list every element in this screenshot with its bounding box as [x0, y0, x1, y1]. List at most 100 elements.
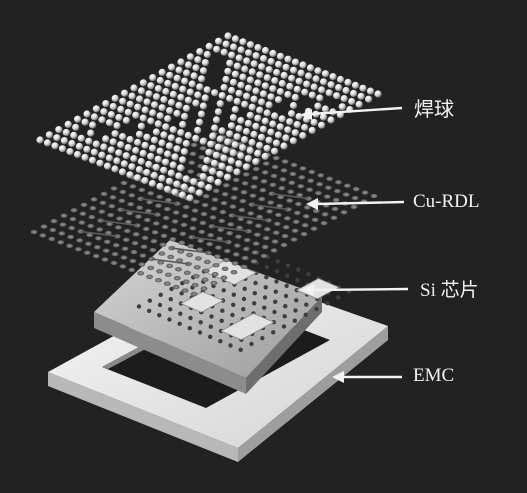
solder-ball — [254, 114, 262, 122]
solder-ball — [243, 57, 251, 65]
solder-ball — [194, 56, 202, 64]
solder-ball — [73, 150, 82, 159]
solder-ball — [177, 58, 185, 66]
solder-ball — [102, 100, 110, 108]
solder-ball — [43, 139, 52, 147]
rdl-pad — [121, 246, 129, 251]
solder-ball — [173, 180, 181, 188]
solder-ball — [139, 114, 147, 122]
chip-pad — [209, 314, 214, 319]
solder-ball — [218, 162, 226, 170]
solder-ball — [308, 91, 316, 99]
rdl-pad — [286, 198, 293, 203]
solder-ball — [160, 131, 168, 139]
solder-ball — [216, 100, 224, 108]
rdl-pad — [160, 233, 168, 238]
solder-ball — [265, 136, 273, 144]
solder-ball — [169, 90, 177, 98]
solder-ball — [235, 125, 243, 133]
solder-ball — [53, 134, 61, 142]
rdl-pad — [261, 170, 269, 175]
solder-ball — [105, 119, 114, 127]
rdl-pad — [326, 176, 333, 181]
chip-pad — [273, 289, 278, 294]
chip-pad — [231, 302, 236, 307]
chip-pad — [292, 318, 297, 323]
solder-ball — [271, 112, 279, 120]
rdl-pad — [195, 256, 202, 261]
solder-ball — [231, 35, 240, 43]
solder-ball — [179, 85, 187, 93]
rdl-pad — [243, 237, 251, 243]
solder-ball — [211, 124, 219, 132]
rdl-pad — [259, 188, 267, 193]
solder-ball — [237, 81, 245, 89]
solder-ball — [134, 138, 142, 146]
rdl-pad — [251, 175, 259, 181]
rdl-pad — [88, 214, 96, 220]
rdl-pad — [79, 211, 87, 216]
solder-ball — [124, 108, 132, 116]
rdl-pad — [246, 220, 254, 225]
solder-ball — [103, 162, 112, 170]
solder-ball — [128, 92, 136, 100]
solder-ball — [333, 92, 341, 100]
solder-ball — [162, 123, 170, 131]
chip-pad — [208, 324, 213, 329]
rdl-pad — [221, 266, 229, 271]
chip-pad — [275, 259, 280, 264]
solder-ball — [226, 130, 234, 138]
rdl-pad — [58, 231, 66, 236]
solder-ball — [182, 175, 190, 183]
label-solder-balls: 焊球 — [414, 99, 454, 121]
solder-ball — [173, 109, 181, 118]
rdl-pad — [222, 257, 230, 263]
rdl-pad — [302, 214, 310, 219]
solder-ball — [203, 156, 211, 164]
rdl-pad — [100, 191, 108, 197]
rdl-pad — [306, 187, 313, 192]
solder-ball — [246, 41, 255, 49]
solder-ball — [175, 172, 183, 180]
solder-ball — [186, 88, 194, 96]
rdl-pad — [323, 194, 331, 199]
solder-ball — [81, 153, 89, 161]
solder-ball — [166, 107, 174, 115]
rdl-pad — [147, 265, 155, 271]
rdl-pad — [68, 225, 76, 231]
rdl-pad — [105, 230, 112, 236]
chip-pad — [303, 312, 308, 317]
solder-ball — [148, 179, 157, 188]
rdl-pad — [280, 168, 288, 173]
rdl-pad — [75, 247, 82, 252]
rdl-pad — [209, 215, 217, 220]
solder-ball — [190, 178, 198, 186]
solder-ball — [260, 55, 268, 63]
rdl-pad — [183, 270, 191, 275]
solder-ball — [224, 173, 232, 181]
rdl-pad — [231, 261, 239, 266]
rdl-pad — [247, 211, 255, 216]
solder-ball — [162, 87, 170, 96]
solder-ball — [214, 178, 222, 186]
solder-ball — [164, 79, 172, 87]
rdl-pad — [145, 208, 152, 214]
rdl-pad — [190, 142, 198, 148]
solder-ball — [246, 111, 254, 119]
rdl-pad — [163, 206, 171, 212]
rdl-pad — [116, 216, 123, 221]
rdl-pad — [137, 271, 145, 276]
rdl-pad — [69, 216, 77, 222]
rdl-pad — [57, 240, 65, 245]
rdl-pad — [252, 241, 260, 246]
solder-ball — [286, 82, 294, 90]
solder-ball — [145, 160, 153, 168]
solder-ball — [314, 102, 322, 110]
solder-ball — [141, 177, 149, 185]
solder-ball — [149, 109, 157, 117]
rdl-pad — [66, 243, 73, 248]
solder-ball — [81, 118, 89, 126]
rdl-pad — [206, 241, 214, 247]
rdl-pad — [290, 162, 298, 168]
rdl-pad — [262, 235, 270, 241]
